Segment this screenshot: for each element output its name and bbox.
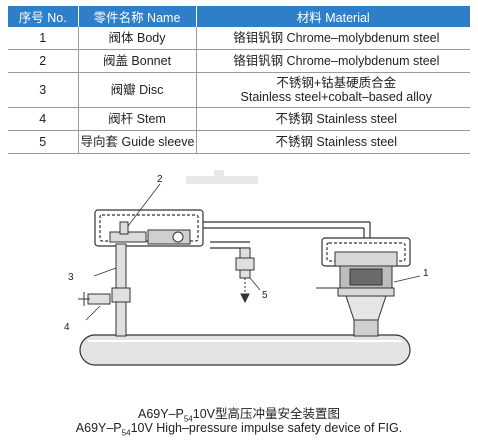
table-row: 3 阀瓣 Disc 不锈钢+钴基硬质合金 Stainless steel+cob… xyxy=(8,72,470,108)
caption-english: A69Y–P5410V High–pressure impulse safety… xyxy=(0,421,478,438)
caption-en-suffix: 10V High–pressure impulse safety device … xyxy=(130,421,403,435)
row-material: 不锈钢+钴基硬质合金 Stainless steel+cobalt–based … xyxy=(196,72,470,108)
row-name: 阀体 Body xyxy=(78,27,197,50)
row-name: 阀杆 Stem xyxy=(78,107,197,131)
row-name: 阀瓣 Disc xyxy=(78,72,197,108)
caption-chinese: A69Y–P5410V型高压冲量安全装置图 xyxy=(0,403,478,424)
row-material-line2: Stainless steel+cobalt–based alloy xyxy=(240,90,432,104)
caption-cn-prefix: A69Y–P xyxy=(137,407,184,421)
header-no: 序号 No. xyxy=(8,6,79,27)
callout-1: 1 xyxy=(423,268,429,279)
table-row: 4 阀杆 Stem 不锈钢 Stainless steel xyxy=(8,107,470,131)
caption-cn-sub: 54 xyxy=(183,414,193,424)
main-safety-valve xyxy=(316,251,398,337)
callout-2: 2 xyxy=(157,174,163,185)
parts-table: 序号 No. 零件名称 Name 材料 Material 1 阀体 Body 铬… xyxy=(8,6,470,154)
callout-lines xyxy=(85,183,421,321)
caption-cn-suffix: 10V型高压冲量安全装置图 xyxy=(192,407,341,421)
callout-4: 4 xyxy=(64,322,70,333)
row-no: 1 xyxy=(8,27,79,50)
watermark-logo xyxy=(186,170,258,184)
impulse-safety-device-diagram: 1 2 3 4 5 xyxy=(64,170,429,366)
main-pipe xyxy=(79,334,411,366)
caption-en-sub: 54 xyxy=(121,428,131,438)
row-material: 不锈钢 Stainless steel xyxy=(196,130,470,154)
row-no: 3 xyxy=(8,72,79,108)
pilot-valve xyxy=(109,221,191,245)
row-no: 4 xyxy=(8,107,79,131)
table-header-row: 序号 No. 零件名称 Name 材料 Material xyxy=(8,6,470,27)
row-material: 铬钼钒钢 Chrome–molybdenum steel xyxy=(196,49,470,73)
table-row: 1 阀体 Body 铬钼钒钢 Chrome–molybdenum steel xyxy=(8,27,470,50)
table-row: 2 阀盖 Bonnet 铬钼钒钢 Chrome–molybdenum steel xyxy=(8,49,470,73)
row-no: 2 xyxy=(8,49,79,73)
row-no: 5 xyxy=(8,130,79,154)
header-name: 零件名称 Name xyxy=(78,6,197,27)
caption-en-prefix: A69Y–P xyxy=(75,421,122,435)
table-row: 5 导向套 Guide sleeve 不锈钢 Stainless steel xyxy=(8,130,470,154)
header-material: 材料 Material xyxy=(196,6,470,27)
row-material-line1: 不锈钢+钴基硬质合金 xyxy=(276,76,397,90)
row-material: 铬钼钒钢 Chrome–molybdenum steel xyxy=(196,27,470,50)
row-name: 导向套 Guide sleeve xyxy=(78,130,197,154)
left-impulse-line xyxy=(78,243,131,337)
callout-5: 5 xyxy=(262,290,268,301)
callout-numbers: 1 2 3 4 5 xyxy=(64,174,429,333)
row-name: 阀盖 Bonnet xyxy=(78,49,197,73)
callout-3: 3 xyxy=(68,272,74,283)
row-material: 不锈钢 Stainless steel xyxy=(196,107,470,131)
drain-valve xyxy=(235,247,255,304)
